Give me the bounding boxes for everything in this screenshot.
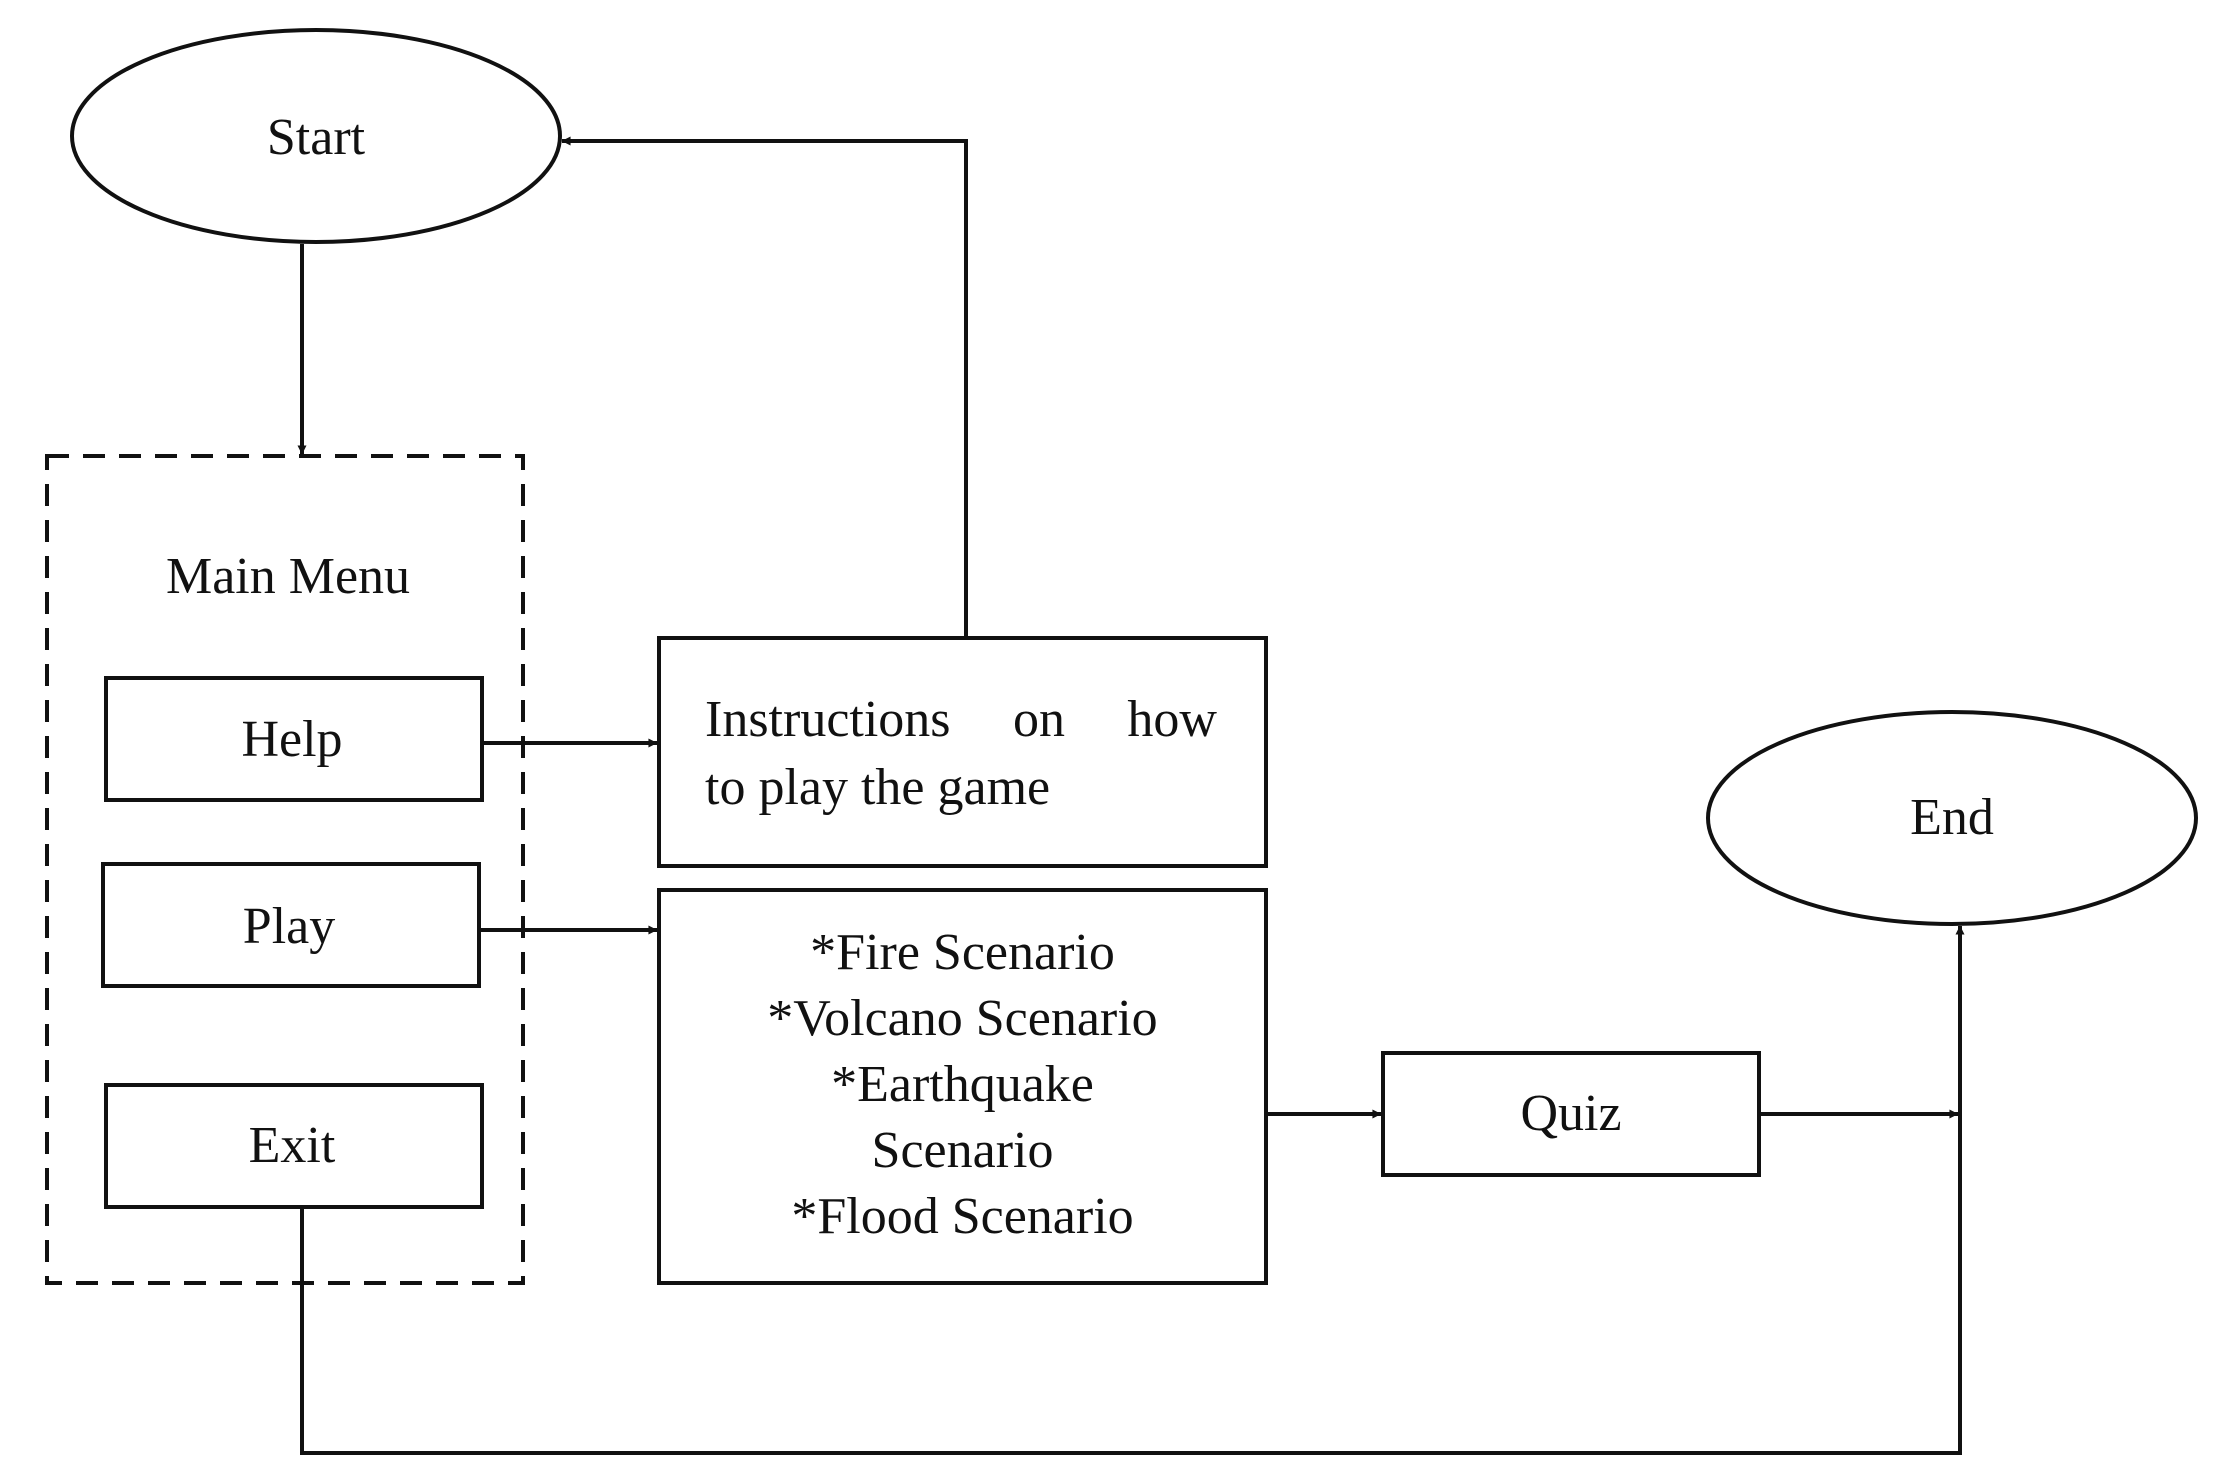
edge-instructions-to-start	[561, 136, 968, 638]
scenario-item: *Volcano Scenario	[767, 990, 1158, 1047]
quiz-label: Quiz	[1520, 1085, 1622, 1142]
quiz-box	[1381, 1051, 1761, 1177]
instructions-line-1: Instructions on how	[705, 691, 1217, 748]
help-box	[104, 676, 484, 802]
instructions-box	[657, 636, 1268, 868]
scenarios-box	[657, 888, 1268, 1285]
main-menu-group	[45, 454, 525, 1285]
scenario-item: *Earthquake	[831, 1056, 1094, 1113]
start-label: Start	[266, 109, 366, 166]
instructions-line-2: to play the game	[705, 759, 1051, 816]
main-menu-label: Main Menu	[165, 548, 411, 605]
play-box	[101, 862, 481, 988]
edge-exit-to-end	[300, 925, 1965, 1455]
scenarios-text: *Fire Scenario *Volcano Scenario *Earthq…	[659, 920, 1266, 1250]
help-label: Help	[241, 711, 343, 768]
end-label: End	[1910, 789, 1994, 846]
start-node	[70, 28, 562, 244]
play-label: Play	[242, 898, 336, 955]
exit-label: Exit	[248, 1117, 336, 1174]
scenario-item: *Flood Scenario	[791, 1188, 1134, 1245]
end-node	[1706, 710, 2198, 926]
instructions-text: Instructions on how to play the game	[705, 686, 1217, 822]
scenario-item: Scenario	[871, 1122, 1054, 1179]
scenario-item: *Fire Scenario	[810, 924, 1115, 981]
exit-box	[104, 1083, 484, 1209]
